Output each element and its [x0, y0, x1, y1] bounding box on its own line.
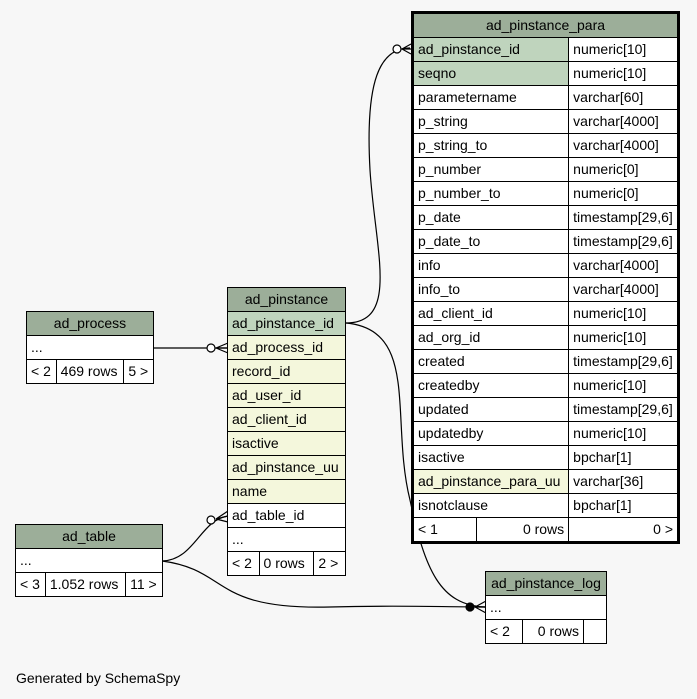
row-count: 1.052 rows: [44, 572, 127, 597]
column-name: seqno: [411, 61, 570, 86]
parents-link[interactable]: < 2: [227, 551, 260, 576]
column-name: record_id: [227, 359, 346, 384]
column-name: name: [227, 479, 346, 504]
column-type: timestamp[29,6]: [568, 349, 679, 374]
table-ad-process[interactable]: ad_process ... < 2 469 rows 5 >: [26, 311, 154, 384]
children-link[interactable]: 2 >: [313, 551, 346, 576]
children-link[interactable]: [583, 619, 607, 644]
column-type: varchar[60]: [568, 85, 679, 110]
generated-by-text: Generated by SchemaSpy: [16, 670, 181, 686]
column-type: bpchar[1]: [568, 493, 679, 518]
children-link[interactable]: 11 >: [125, 572, 163, 597]
column-name: p_number: [411, 157, 570, 182]
crowfoot-para: [401, 43, 412, 55]
column-type: numeric[10]: [568, 61, 679, 86]
column-name: updated: [411, 397, 570, 422]
crowfoot-log: [474, 600, 487, 614]
column-type: numeric[0]: [568, 157, 679, 182]
column-type: numeric[10]: [568, 373, 679, 398]
column-type: varchar[4000]: [568, 133, 679, 158]
column-name: updatedby: [411, 421, 570, 446]
entity-title: ad_pinstance_log: [485, 571, 607, 596]
row-count: 0 rows: [258, 551, 315, 576]
column-name: created: [411, 349, 570, 374]
column-type: varchar[4000]: [568, 253, 679, 278]
row-count: 0 rows: [475, 517, 570, 543]
entity-title: ad_table: [15, 524, 163, 549]
column-name: parametername: [411, 85, 570, 110]
column-name: ad_process_id: [227, 335, 346, 360]
children-link[interactable]: 0 >: [568, 517, 679, 543]
column-type: numeric[10]: [568, 325, 679, 350]
column-name: isnotclause: [411, 493, 570, 518]
column-name: ad_client_id: [411, 301, 570, 326]
crowfoot-log-dot: [466, 603, 474, 611]
column-ellipsis: ...: [227, 527, 346, 552]
table-ad-table[interactable]: ad_table ... < 3 1.052 rows 11 >: [15, 524, 163, 597]
column-type: varchar[4000]: [568, 109, 679, 134]
crowfoot-table-circle: [206, 515, 216, 525]
column-name: info: [411, 253, 570, 278]
column-name: ad_client_id: [227, 407, 346, 432]
column-ellipsis: ...: [485, 595, 607, 620]
row-count: 0 rows: [522, 619, 584, 644]
parents-link[interactable]: < 2: [485, 619, 523, 644]
parents-link[interactable]: < 2: [26, 359, 57, 384]
column-name: info_to: [411, 277, 570, 302]
column-name: ad_pinstance_id: [411, 37, 570, 62]
crowfoot-para-circle: [392, 44, 402, 54]
column-name: p_date_to: [411, 229, 570, 254]
parents-link[interactable]: < 3: [15, 572, 46, 597]
column-ellipsis: ...: [15, 548, 163, 573]
column-name: p_number_to: [411, 181, 570, 206]
column-name: ad_pinstance_uu: [227, 455, 346, 480]
column-type: numeric[10]: [568, 37, 679, 62]
table-ad-pinstance-log[interactable]: ad_pinstance_log ... < 2 0 rows: [485, 571, 607, 644]
column-name: ad_pinstance_id: [227, 311, 346, 336]
column-name: isactive: [227, 431, 346, 456]
column-type: numeric[10]: [568, 301, 679, 326]
entity-title: ad_pinstance_para: [412, 12, 679, 38]
link-table-log: [161, 560, 486, 608]
column-type: bpchar[1]: [568, 445, 679, 470]
column-type: timestamp[29,6]: [568, 205, 679, 230]
column-type: varchar[4000]: [568, 277, 679, 302]
link-pinstance-log: [345, 322, 486, 608]
link-table-pinstance: [161, 515, 229, 562]
crowfoot-process: [215, 342, 229, 354]
column-ellipsis: ...: [26, 335, 154, 360]
column-type: timestamp[29,6]: [568, 229, 679, 254]
column-name: ad_user_id: [227, 383, 346, 408]
column-name: p_date: [411, 205, 570, 230]
crowfoot-process-circle: [206, 343, 216, 353]
column-type: numeric[0]: [568, 181, 679, 206]
column-type: timestamp[29,6]: [568, 397, 679, 422]
column-name: ad_pinstance_para_uu: [411, 469, 570, 494]
entity-title: ad_pinstance: [227, 287, 346, 312]
children-link[interactable]: 5 >: [123, 359, 154, 384]
table-ad-pinstance[interactable]: ad_pinstance ad_pinstance_id ad_process_…: [227, 287, 346, 576]
column-name: createdby: [411, 373, 570, 398]
column-name: ad_org_id: [411, 325, 570, 350]
crowfoot-table: [215, 510, 229, 523]
column-name: isactive: [411, 445, 570, 470]
column-type: varchar[36]: [568, 469, 679, 494]
row-count: 469 rows: [55, 359, 125, 384]
link-pinstance-para: [345, 47, 411, 324]
column-name: ad_table_id: [227, 503, 346, 528]
column-type: numeric[10]: [568, 421, 679, 446]
column-name: p_string: [411, 109, 570, 134]
parents-link[interactable]: < 1: [412, 517, 477, 543]
column-name: p_string_to: [411, 133, 570, 158]
entity-title: ad_process: [26, 311, 154, 336]
